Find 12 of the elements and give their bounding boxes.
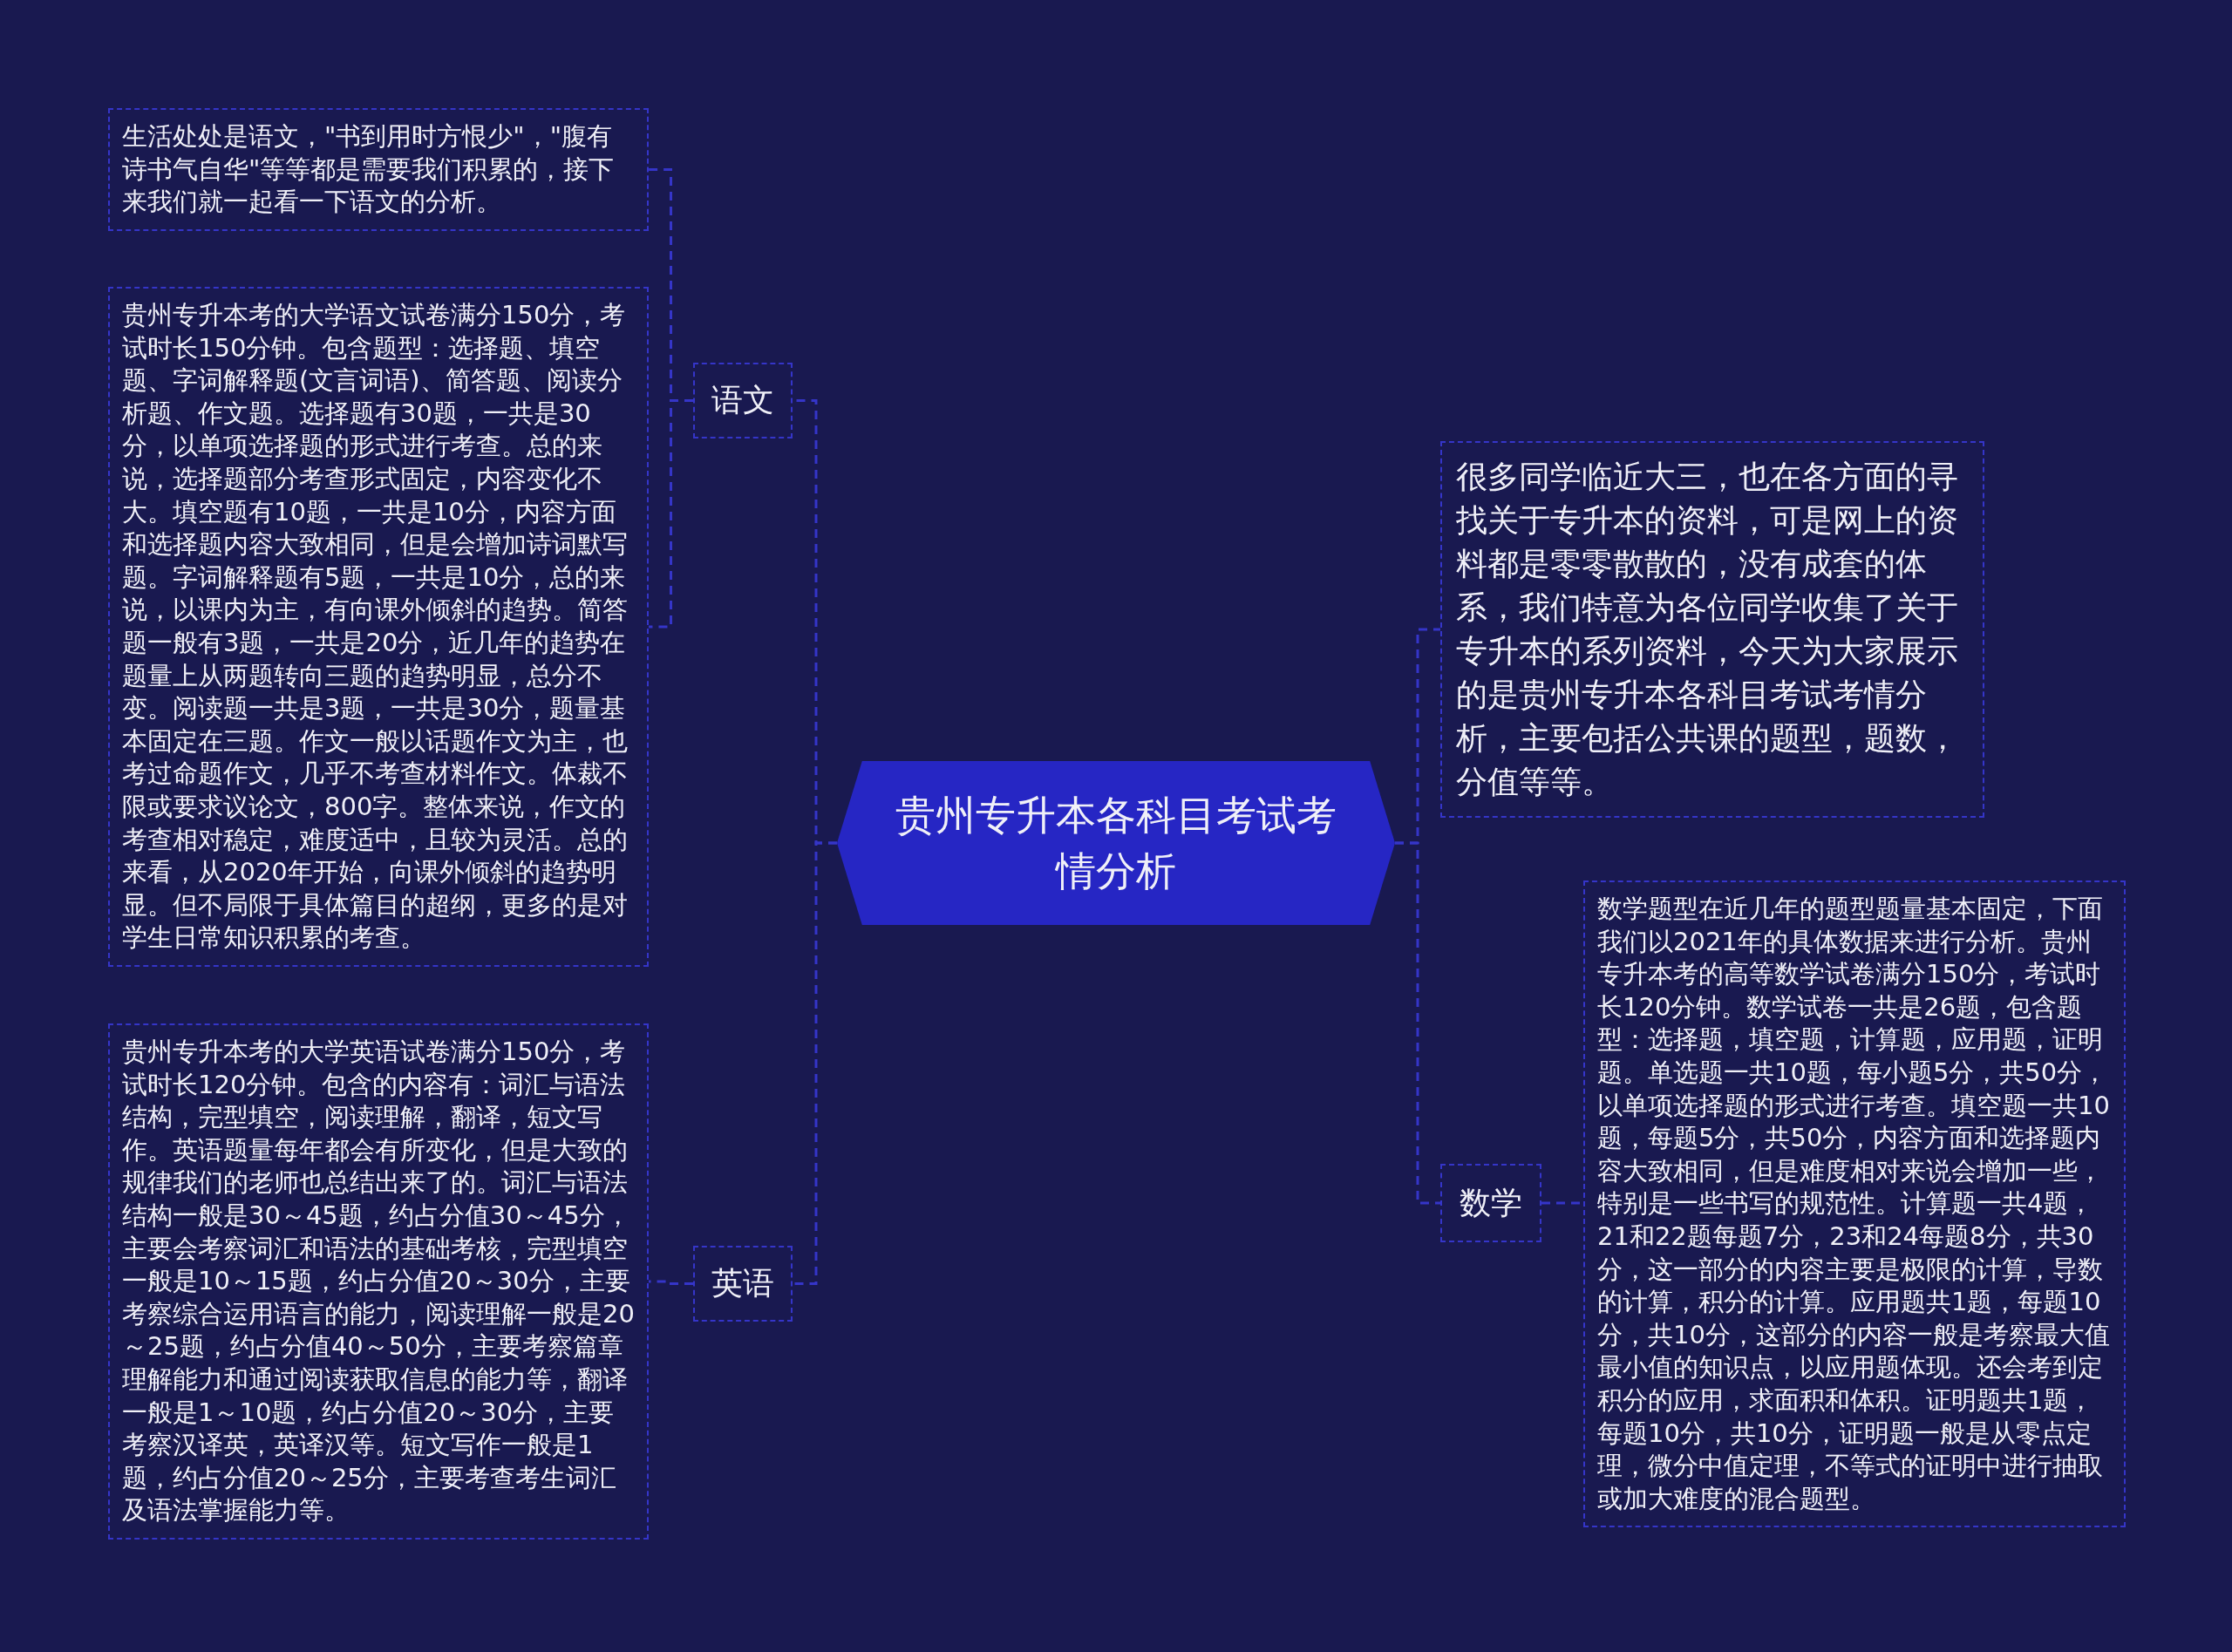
text-box: 贵州专升本考的大学语文试卷满分150分，考试时长150分钟。包含题型：选择题、填空题、字词解释题(文言词语)、简答题、阅读分析题、作文题。选择题有30题，一共是30分，以单项选择题的形式进行考查。总的来说，选择题部分考查形式固定，内容变化不大。填空题有10题，一共是10分，内容方面和选择题内容大致相同，但是会增加诗词默写题。字词解释题有5题，一共是10分，总的来说，以课内为主，有向课外倾斜的趋势。简答题一般有3题，一共是20分，近几年的趋势在题量上从两题转向三题的趋势明显，总分不变。阅读题一共是3题，一共是30分，题量基本固定在三题。作文一般以话题作文为主，也考过命题作文，几乎不考查材料作文。体裁不限或要求议论文，800字。整体来说，作文的考查相对稳定，难度适中，且较为灵活。总的来看，从2020年开始，向课外倾斜的趋势明显。但不局限于具体篇目的超纲，更多的是对学生日常知识积累的考查。 bbox=[108, 287, 649, 967]
connector-line bbox=[649, 1280, 693, 1285]
text-box: 生活处处是语文，"书到用时方恨少"，"腹有诗书气自华"等等都是需要我们积累的，接下来我们就一起看一下语文的分析。 bbox=[108, 108, 649, 231]
subject-box: 数学 bbox=[1440, 1164, 1541, 1242]
text-box: 数学题型在近几年的题型题量基本固定，下面我们以2021年的具体数据来进行分析。贵州专升本考的高等数学试卷满分150分，考试时长120分钟。数学试卷一共是26题，包含题型：选择题，填空题，计算题，应用题，证明题。单选题一共10题，每小题5分，共50分，以单项选择题的形式进行考查。填空题一共10题，每题5分，共50分，内容方面和选择题内容大致相同，但是难度相对来说会增加一些，特别是一些书写的规范性。计算题一共4题，21和22题每题7分，23和24每题8分，共30分，这一部分的内容主要是极限的计算，导数的计算，积分的计算。应用题共1题，每题10分，共10分，这部分的内容一般是考察最大值最小值的知识点，以应用题体现。还会考到定积分的应用，求面积和体积。证明题共1题，每题10分，共10分，证明题一般是从零点定理，微分中值定理，不等式的证明中进行抽取或加大难度的混合题型。 bbox=[1583, 880, 2126, 1528]
text-box: 贵州专升本考的大学英语试卷满分150分，考试时长120分钟。包含的内容有：词汇与语法结构，完型填空，阅读理解，翻译，短文写作。英语题量每年都会有所变化，但是大致的规律我们的老师也总结出来了的。词汇与语法结构一般是30～45题，约占分值30～45分，主要会考察词汇和语法的基础考核，完型填空一般是10～15题，约占分值20～30分，主要考察综合运用语言的能力，阅读理解一般是20～25题，约占分值40～50分，主要考察篇章理解能力和通过阅读获取信息的能力等，翻译一般是1～10题，约占分值20～30分，主要考察汉译英，英译汉等。短文写作一般是1题，约占分值20～25分，主要考查考生词汇及语法掌握能力等。 bbox=[108, 1023, 649, 1540]
connector-line bbox=[1395, 841, 1440, 1205]
text-box: 很多同学临近大三，也在各方面的寻找关于专升本的资料，可是网上的资料都是零零散散的，没有成套的体系，我们特意为各位同学收集了关于专升本的系列资料，今天为大家展示的是贵州专升本各科目考试考情分析，主要包括公共课的题型，题数，分值等等。 bbox=[1440, 441, 1984, 818]
subject-box: 语文 bbox=[693, 363, 793, 438]
connector-line bbox=[649, 399, 693, 629]
connector-line bbox=[793, 841, 837, 1285]
subject-box: 英语 bbox=[693, 1246, 793, 1322]
